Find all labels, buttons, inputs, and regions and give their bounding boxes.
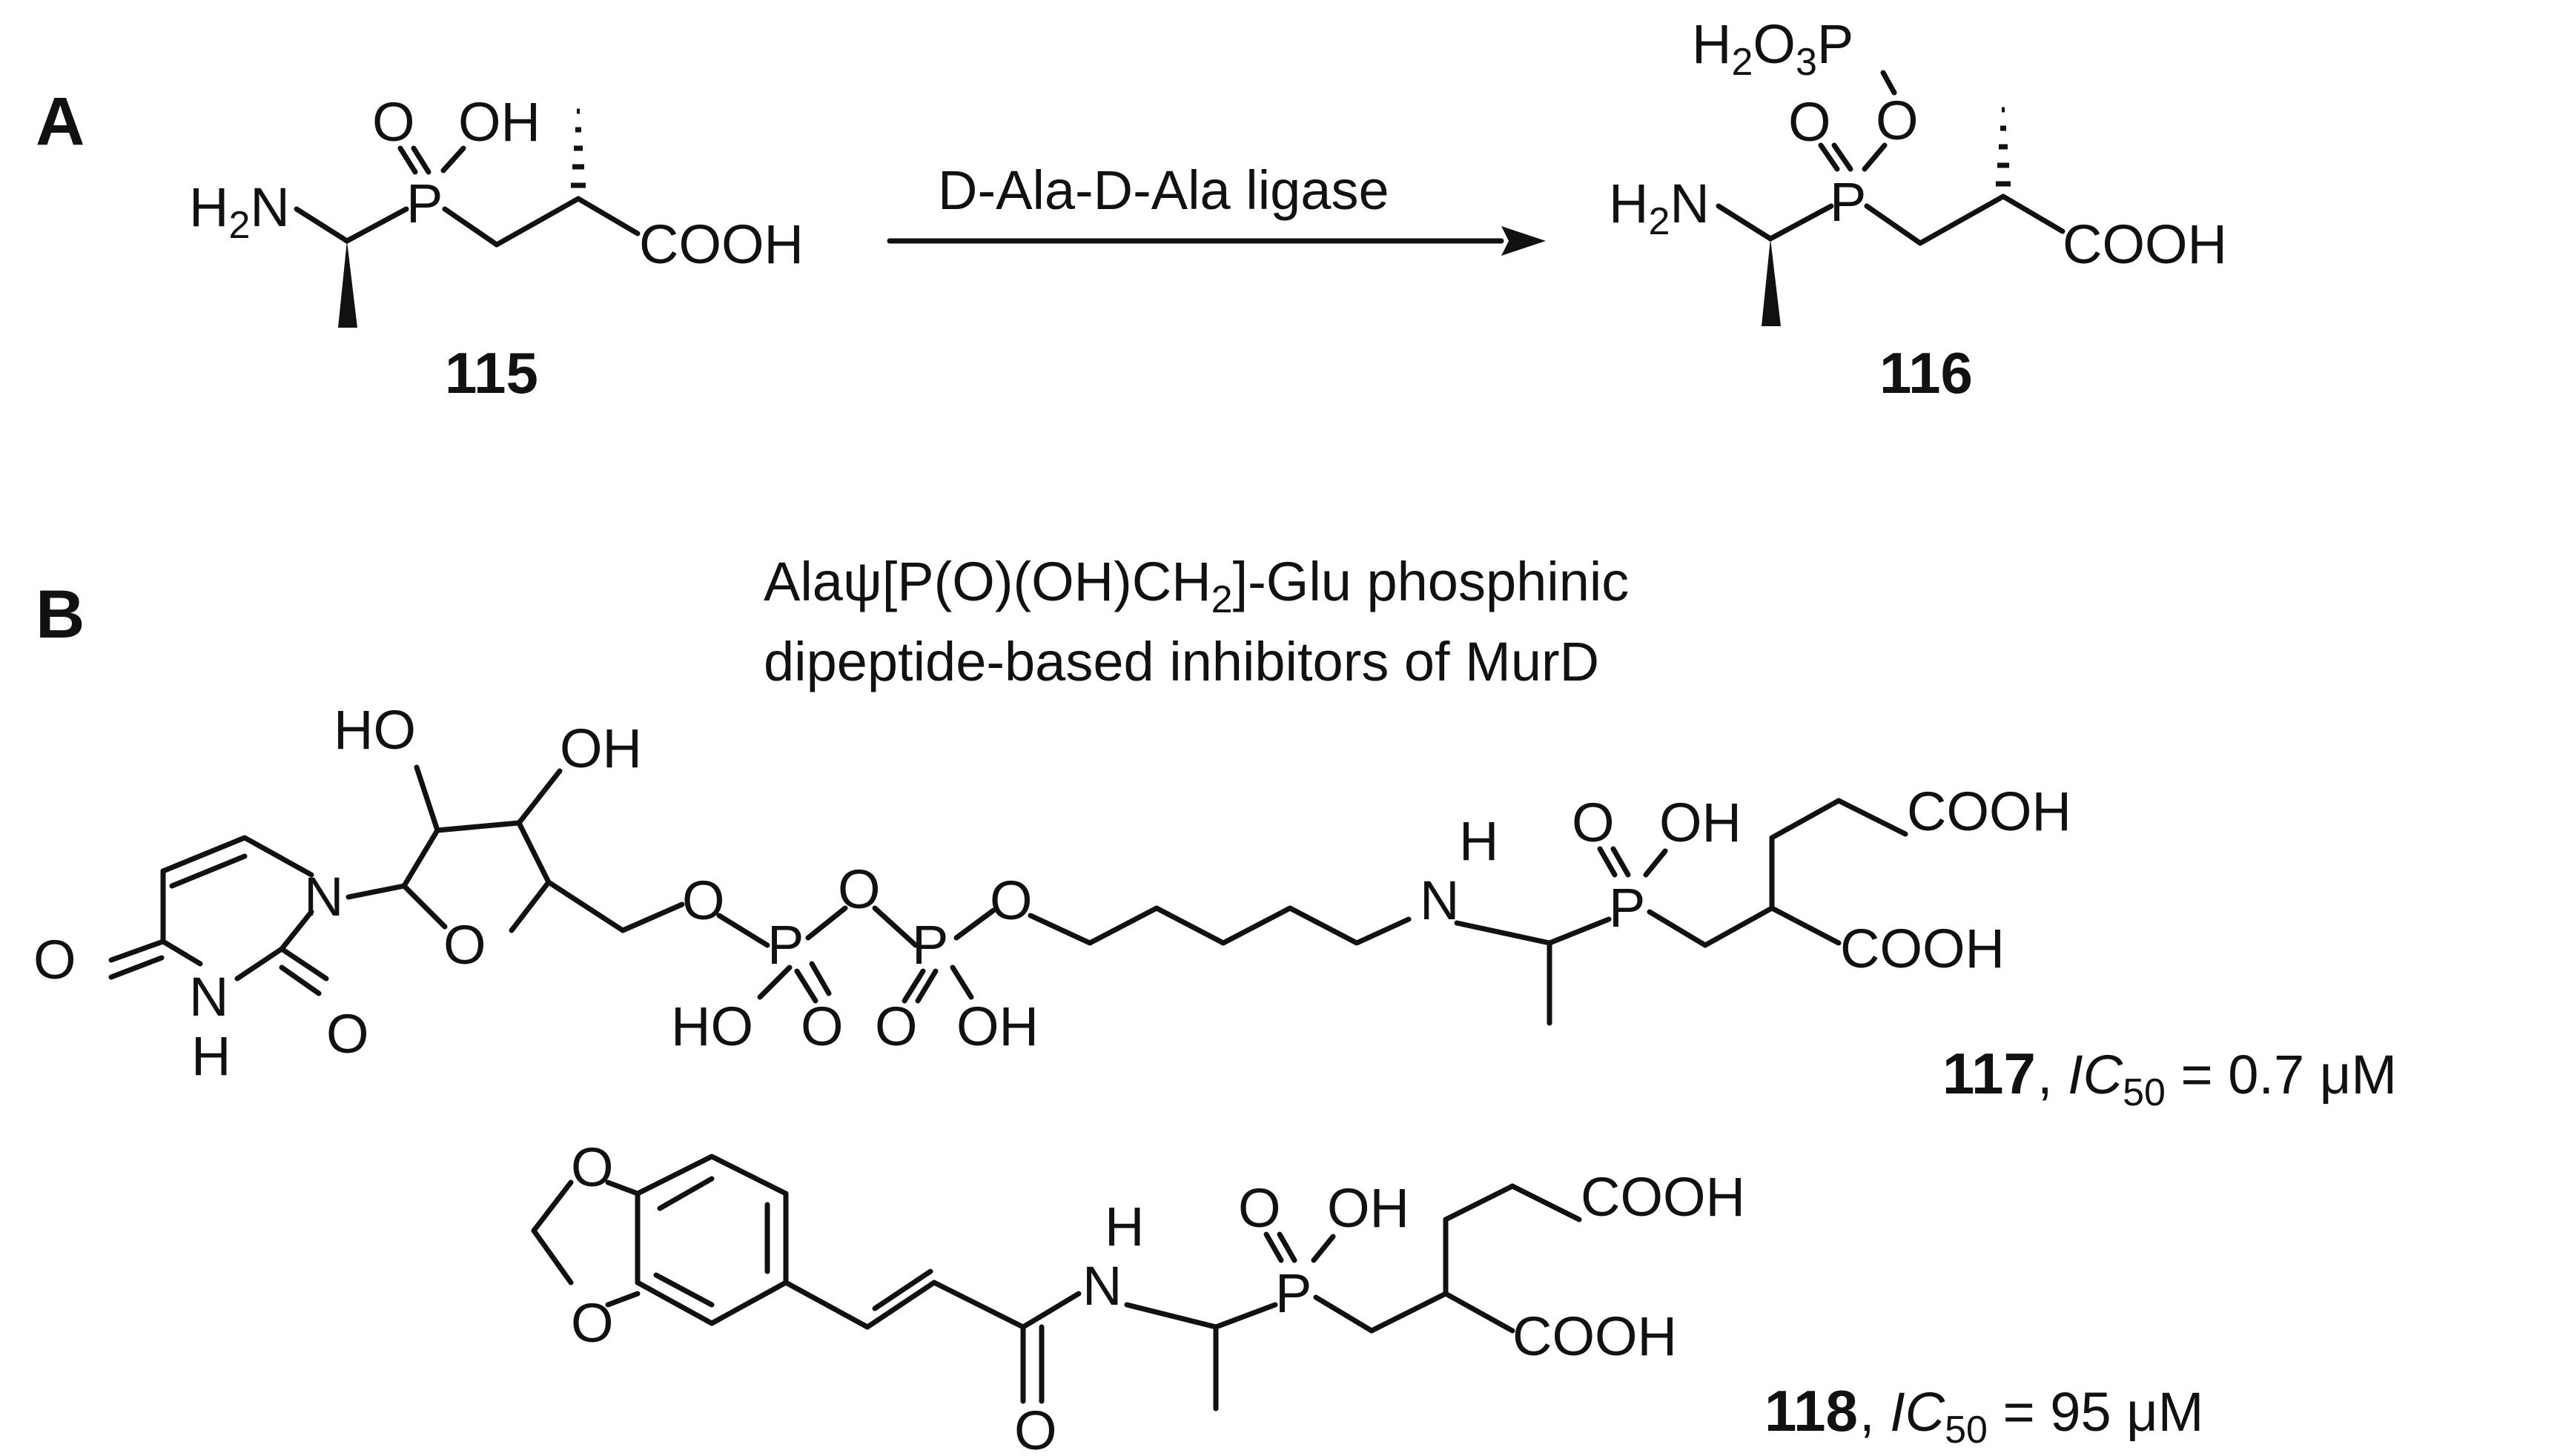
ribose-hydroxyl-2: HO — [334, 699, 416, 761]
phosphinate-hydroxyl: OH — [1327, 1177, 1409, 1239]
phosphinate-oxo: O — [1572, 792, 1615, 853]
phosphoester-oxygen-2: O — [990, 870, 1033, 931]
compound-116-label: 116 — [1879, 340, 1973, 406]
phosphorus-alpha: P — [767, 914, 804, 976]
alpha-carboxyl: COOH — [1512, 1306, 1677, 1367]
phosphorus-beta-hydroxyl: OH — [956, 996, 1039, 1057]
gamma-carboxyl: COOH — [1581, 1166, 1745, 1228]
caption-line-1: Alaψ[P(O)(OH)CH2]-Glu phosphinic — [764, 551, 1629, 621]
uracil-oxygen-4: O — [33, 929, 76, 990]
gamma-carboxyl: COOH — [1907, 781, 2071, 842]
phosphate-group-label: H2O3P — [1692, 13, 1853, 84]
phosphinate-phosphorus: P — [1275, 1263, 1312, 1324]
phosphinate-oxo: O — [1238, 1177, 1281, 1239]
amine-label: H2N — [1609, 173, 1710, 243]
compound-117-label: 117 — [1942, 1041, 2036, 1106]
phosphorus-atom: P — [1830, 171, 1866, 233]
phosphinate-phosphorus: P — [1609, 877, 1645, 939]
caption-line-2: dipeptide-based inhibitors of MurD — [764, 631, 1599, 692]
linker-nh-hydrogen: H — [1459, 810, 1498, 872]
phosphinate-hydroxyl: OH — [1659, 792, 1742, 853]
compound-115-structure: H2N P O OH COOH 115 — [189, 91, 804, 406]
ribose-oxygen: O — [443, 914, 486, 976]
ribose-hydroxyl-3: OH — [560, 718, 642, 779]
oxo-oxygen: O — [372, 91, 415, 153]
uracil-n1: N — [304, 866, 343, 927]
uracil-h: H — [191, 1025, 231, 1087]
compound-117-structure: O N H O N O HO OH O P HO O O P — [33, 699, 2071, 1087]
dioxole-oxygen-1: O — [571, 1136, 614, 1198]
amide-hydrogen: H — [1105, 1196, 1144, 1257]
phosphorus-beta: P — [912, 914, 948, 976]
hydroxyl-label: OH — [458, 91, 540, 153]
compound-118-ic50: , IC50 = 95 μM — [1859, 1381, 2203, 1452]
phosphorus-beta-oxo: O — [875, 996, 918, 1057]
amide-oxygen: O — [1014, 1400, 1057, 1456]
uracil-nh: N — [189, 966, 228, 1028]
uracil-oxygen-2: O — [326, 1003, 369, 1065]
panel-label-a: A — [36, 84, 85, 159]
panel-label-b: B — [36, 577, 85, 652]
carboxyl-label: COOH — [2063, 214, 2227, 275]
phosphoester-oxygen-1: O — [682, 870, 725, 931]
compound-117-ic50: , IC50 = 0.7 μM — [2037, 1044, 2397, 1114]
dioxole-oxygen-2: O — [571, 1292, 614, 1354]
linker-nitrogen: N — [1420, 870, 1459, 931]
amide-nitrogen: N — [1082, 1255, 1122, 1317]
carboxyl-label: COOH — [639, 214, 804, 275]
ester-oxygen: O — [1876, 90, 1919, 151]
phosphorus-alpha-hydroxyl: HO — [671, 996, 753, 1057]
amine-label: H2N — [189, 176, 290, 247]
compound-115-label: 115 — [445, 340, 538, 406]
compound-118-structure: O O O N H P O OH COOH — [531, 1136, 1745, 1456]
compound-118-label: 118 — [1764, 1378, 1858, 1443]
compound-116-structure: H2N P O O H2O3P COOH 116 — [1609, 13, 2227, 406]
oxo-oxygen: O — [1788, 91, 1831, 153]
phosphorus-alpha-oxo: O — [801, 996, 844, 1057]
phosphorus-atom: P — [406, 173, 443, 234]
enzyme-label: D-Ala-D-Ala ligase — [938, 159, 1389, 221]
alpha-carboxyl: COOH — [1840, 918, 2005, 979]
